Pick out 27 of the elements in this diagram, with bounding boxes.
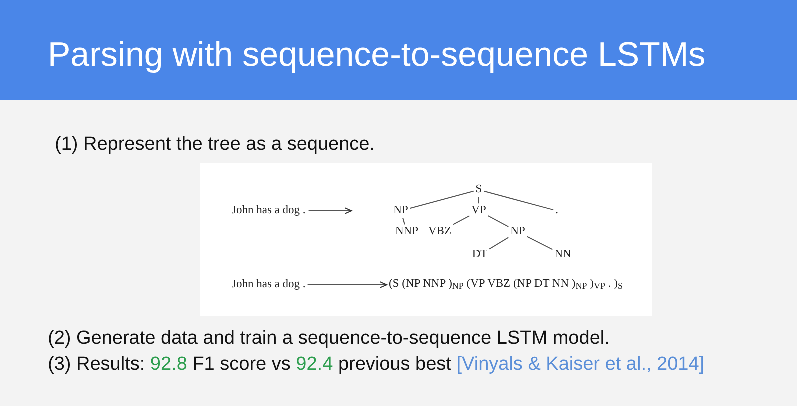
step-text: (1) Represent the tree as a sequence.	[55, 134, 376, 156]
tree-node-label: VBZ	[426, 224, 454, 240]
tree-node-label: DT	[470, 248, 490, 262]
tree-node-label: NN	[552, 248, 574, 262]
sentence-text: John has a dog .	[230, 278, 308, 292]
citation-link: [Vinyals & Kaiser et al., 2014]	[456, 354, 705, 375]
tree-branch-line	[488, 216, 510, 228]
results-text: (3) Results: 92.8 F1 score vs 92.4 previous best [Vinyals & Kaiser et al., 2014]	[48, 354, 705, 376]
arrow	[307, 282, 388, 288]
slide-title: Parsing with sequence-to-sequence LSTMs	[48, 36, 706, 75]
tree-node-label: VP	[470, 204, 488, 218]
tree-branch-line	[410, 190, 474, 209]
tree-node-label: .	[554, 204, 560, 218]
tree-node-label: NNP	[394, 224, 420, 240]
tree-branch-line	[484, 190, 554, 211]
tree-node-label: NP	[508, 224, 528, 240]
arrow	[308, 208, 352, 214]
step-text: (2) Generate data and train a sequence-to-sequence LSTM model.	[48, 328, 610, 350]
sentence-text: John has a dog .	[230, 204, 308, 218]
tree-branch-line	[453, 216, 470, 226]
tree-branch-line	[402, 218, 406, 226]
tree-node-label: S	[474, 182, 484, 198]
tree-branch-line	[526, 236, 554, 250]
tree-branch-line	[478, 196, 480, 204]
tree-branch-line	[489, 237, 510, 250]
bracketed-sequence-text: (S (NP NNP )$_{NP}$ (VP VBZ (NP DT NN )$_{NP}$ )$_{VP}$ . )$_{S}$	[387, 277, 625, 293]
tree-node-label: NP	[392, 204, 410, 218]
